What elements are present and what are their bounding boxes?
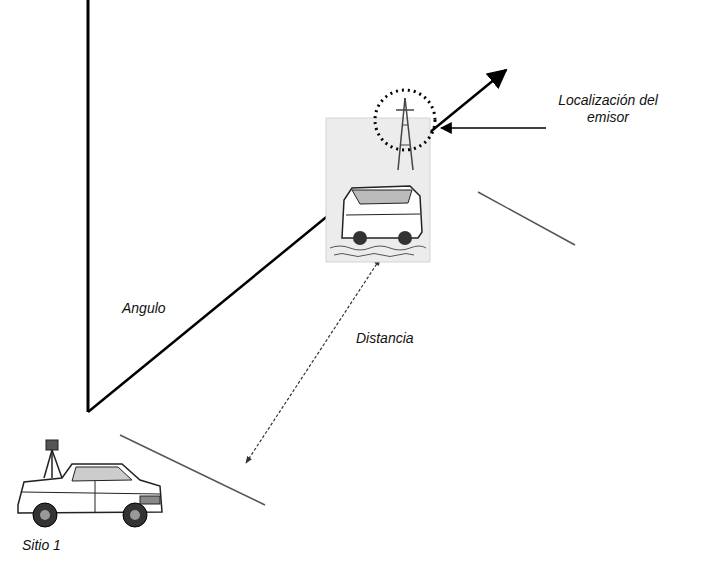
emitter-truck-window: [352, 190, 412, 204]
tripod-leg: [52, 450, 62, 478]
extension-line: [478, 192, 575, 245]
emitter-truck-wheel: [353, 231, 367, 245]
vehicle-line: [22, 492, 160, 494]
emitter-highlight-circle: [375, 90, 435, 150]
vehicle-wheel: [123, 503, 147, 527]
vehicle-hub: [40, 510, 50, 520]
distance-arrow: [246, 259, 380, 463]
vehicle-door: [95, 481, 96, 512]
tripod-leg: [51, 450, 53, 478]
callout-label: Localización del emisor: [553, 92, 663, 126]
emitter-truck-wheel: [398, 231, 412, 245]
angle-label: Angulo: [122, 300, 166, 317]
sensor-head: [46, 440, 58, 450]
antenna-brace: [402, 125, 408, 126]
emitter-truck-line: [346, 214, 420, 215]
ground-scribble: [330, 246, 426, 250]
antenna-element: [396, 109, 414, 111]
emitter-background: [326, 118, 430, 262]
bearing-arrow: [88, 70, 506, 412]
site-label: Sitio 1: [22, 537, 61, 554]
pointer-arrow: [441, 127, 546, 129]
emitter-truck-body: [342, 186, 422, 238]
antenna-mast: [405, 98, 413, 170]
emitter-illustration: [326, 98, 430, 262]
vehicle-wheel: [33, 503, 57, 527]
reference-line: [87, 0, 90, 412]
vehicle-windshield: [72, 467, 132, 481]
site-vehicle-illustration: [18, 440, 162, 527]
distance-label: Distancia: [356, 330, 414, 347]
vehicle-grille: [140, 496, 160, 504]
tripod-leg: [44, 450, 52, 478]
antenna-brace: [400, 145, 410, 146]
vehicle-hub: [130, 510, 140, 520]
ground-scribble: [334, 254, 414, 257]
antenna-mast: [398, 98, 405, 170]
